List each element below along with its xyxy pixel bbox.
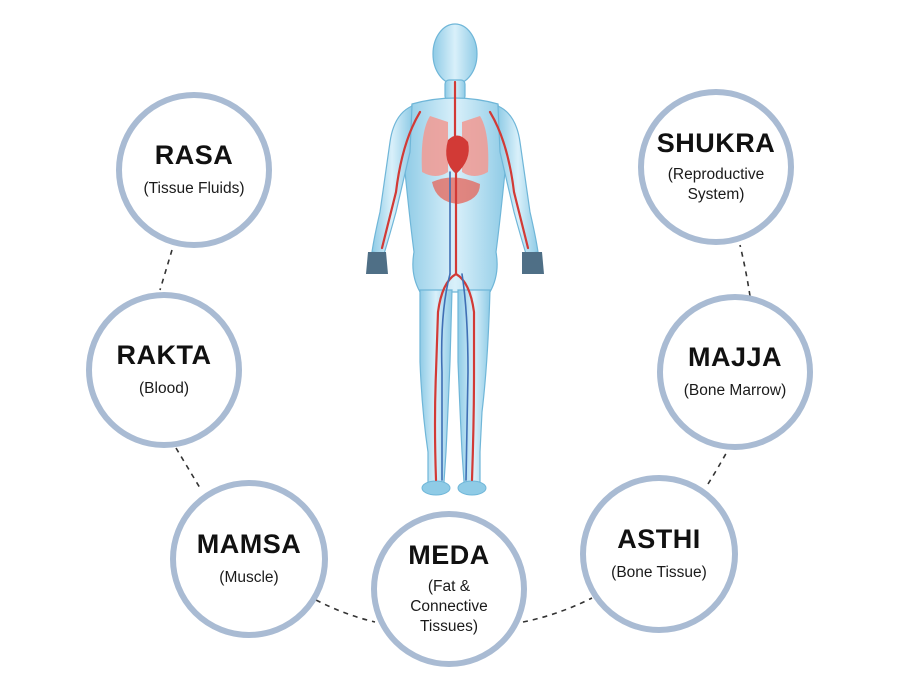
dhatu-description: (Reproductive System) — [667, 165, 765, 203]
connector-meda-asthi — [522, 597, 593, 623]
hands — [366, 252, 544, 274]
dhatu-circle-asthi: ASTHI (Bone Tissue) — [580, 475, 738, 633]
dhatu-name: MAMSA — [196, 529, 302, 560]
human-body-illustration — [366, 23, 544, 496]
connector-rakta-mamsa — [175, 447, 201, 489]
dhatu-circle-rasa: RASA (Tissue Fluids) — [116, 92, 272, 248]
heart — [446, 135, 469, 174]
connector-asthi-majja — [707, 449, 729, 485]
veins — [440, 171, 469, 481]
dhatu-name: SHUKRA — [656, 128, 776, 159]
dhatu-name: RAKTA — [116, 340, 212, 371]
connector-rasa-rakta — [159, 249, 173, 291]
dhatu-circle-mamsa: MAMSA (Muscle) — [170, 480, 328, 638]
dhatu-description: (Fat & Connective Tissues) — [410, 577, 488, 635]
dhatu-circle-rakta: RAKTA (Blood) — [86, 292, 242, 448]
dhatu-name: RASA — [154, 140, 234, 171]
dhatu-name: MEDA — [408, 539, 490, 570]
dhatu-circle-shukra: SHUKRA (Reproductive System) — [638, 89, 794, 245]
dhatu-circle-majja: MAJJA (Bone Marrow) — [657, 294, 813, 450]
feet — [421, 480, 487, 496]
dhatu-description: (Bone Tissue) — [611, 563, 707, 581]
blood-vessels — [380, 80, 530, 482]
dhatu-name: MAJJA — [687, 342, 783, 373]
connector-mamsa-meda — [315, 599, 376, 623]
dhatu-description: (Tissue Fluids) — [143, 179, 245, 197]
dhatu-description: (Bone Marrow) — [683, 381, 787, 399]
dhatu-circle-meda: MEDA (Fat & Connective Tissues) — [371, 511, 527, 667]
connector-majja-shukra — [739, 244, 751, 297]
lungs — [421, 116, 489, 176]
dhatu-description: (Muscle) — [219, 568, 279, 586]
dhatu-name: ASTHI — [617, 524, 701, 555]
dhatu-description: (Blood) — [139, 379, 189, 397]
